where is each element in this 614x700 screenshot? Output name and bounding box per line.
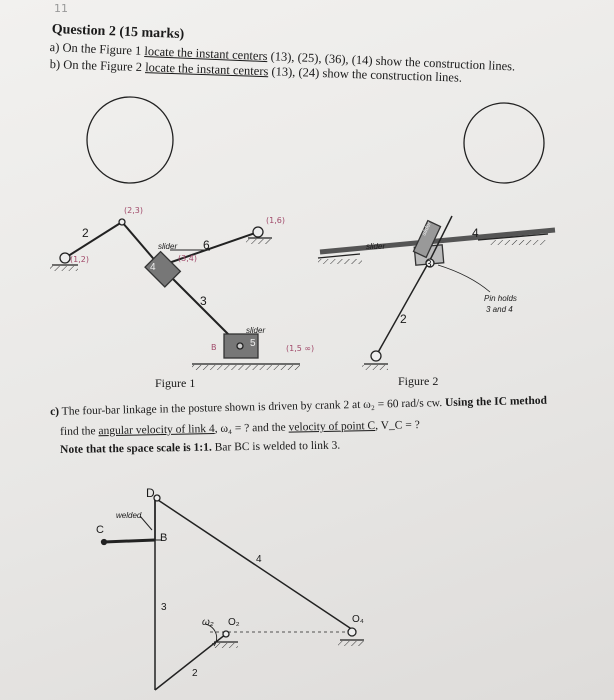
fig1-hand-34: (3,4) <box>178 254 197 263</box>
fig1-hand-12: (1,2) <box>70 255 89 264</box>
fig2-link-3-label: 3 <box>426 259 432 270</box>
fig3-link-4-label: 4 <box>256 554 262 565</box>
fig1-hand-b: B <box>211 343 217 352</box>
fig2-slider-label: slider <box>366 242 386 251</box>
fig2-caption: Figure 2 <box>398 374 439 388</box>
fig2-link-4-label: 4 <box>472 226 479 240</box>
fig1-slider-block-4 <box>144 250 182 288</box>
fig1-link-6-label: 6 <box>203 238 210 252</box>
fig3-o4-label: O₄ <box>352 614 364 625</box>
fig1-link-5-label: 5 <box>250 338 256 349</box>
fig1-answer-circle <box>86 96 174 184</box>
fig1-block-4-label: 4 <box>150 262 156 273</box>
fig1-hand-23: (2,3) <box>124 206 143 215</box>
fig1-slider-top-label: slider <box>158 242 178 251</box>
fig2-link-2-label: 2 <box>400 312 407 326</box>
fig3-point-b: B <box>160 532 168 544</box>
fig1-hand-15: (1,5 ∞) <box>286 344 315 353</box>
fig1-link-2-label: 2 <box>82 226 89 240</box>
fig1-caption: Figure 1 <box>155 376 196 390</box>
fig1-linkage <box>50 218 300 370</box>
corner-mark: 11 <box>54 2 68 15</box>
fig2-pin-note-2: 3 and 4 <box>486 305 513 314</box>
fig2-linkage <box>317 215 556 370</box>
fig3-welded-label: welded <box>116 511 142 520</box>
fig3-link-2-label: 2 <box>192 668 198 679</box>
fig3-o2-label: O₂ <box>228 617 240 628</box>
fig3-linkage <box>100 494 364 691</box>
fig3-point-c: C <box>96 524 104 536</box>
fig3-omega2-label: ω₂ <box>202 617 214 628</box>
fig3-link-3-label: 3 <box>161 602 167 613</box>
fig1-slider-bottom-label: slider <box>246 326 266 335</box>
fig1-hand-16: (1,6) <box>266 216 285 225</box>
fig2-pin-note-1: Pin holds <box>484 294 517 303</box>
fig3-point-d: D <box>146 486 155 500</box>
fig1-link-3-label: 3 <box>200 294 207 308</box>
fig2-answer-circle <box>463 102 545 184</box>
